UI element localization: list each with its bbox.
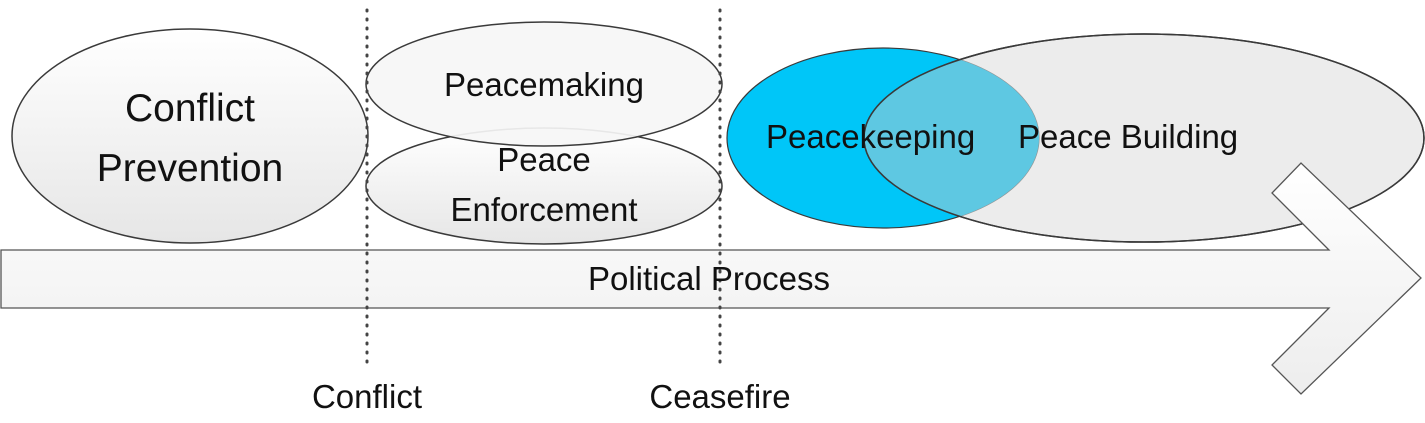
peace-building-label: Peace Building (1018, 118, 1238, 155)
conflict-prevention-label-line2: Prevention (97, 147, 283, 190)
conflict-prevention-ellipse (11, 28, 369, 244)
peace-enforcement-label-line2: Enforcement (450, 191, 637, 228)
political-process-arrow (0, 162, 1422, 395)
peacekeeping-label: Peacekeeping (766, 118, 975, 155)
ceasefire-milestone-label: Ceasefire (649, 378, 790, 415)
peacemaking-label: Peacemaking (444, 66, 644, 103)
conflict-milestone-label: Conflict (312, 378, 422, 415)
peace-enforcement-label-line1: Peace (497, 141, 591, 178)
conflict-prevention-label-line1: Conflict (125, 87, 255, 130)
peacekeeping-overlap-region (864, 48, 1039, 228)
political-process-label: Political Process (588, 260, 830, 297)
